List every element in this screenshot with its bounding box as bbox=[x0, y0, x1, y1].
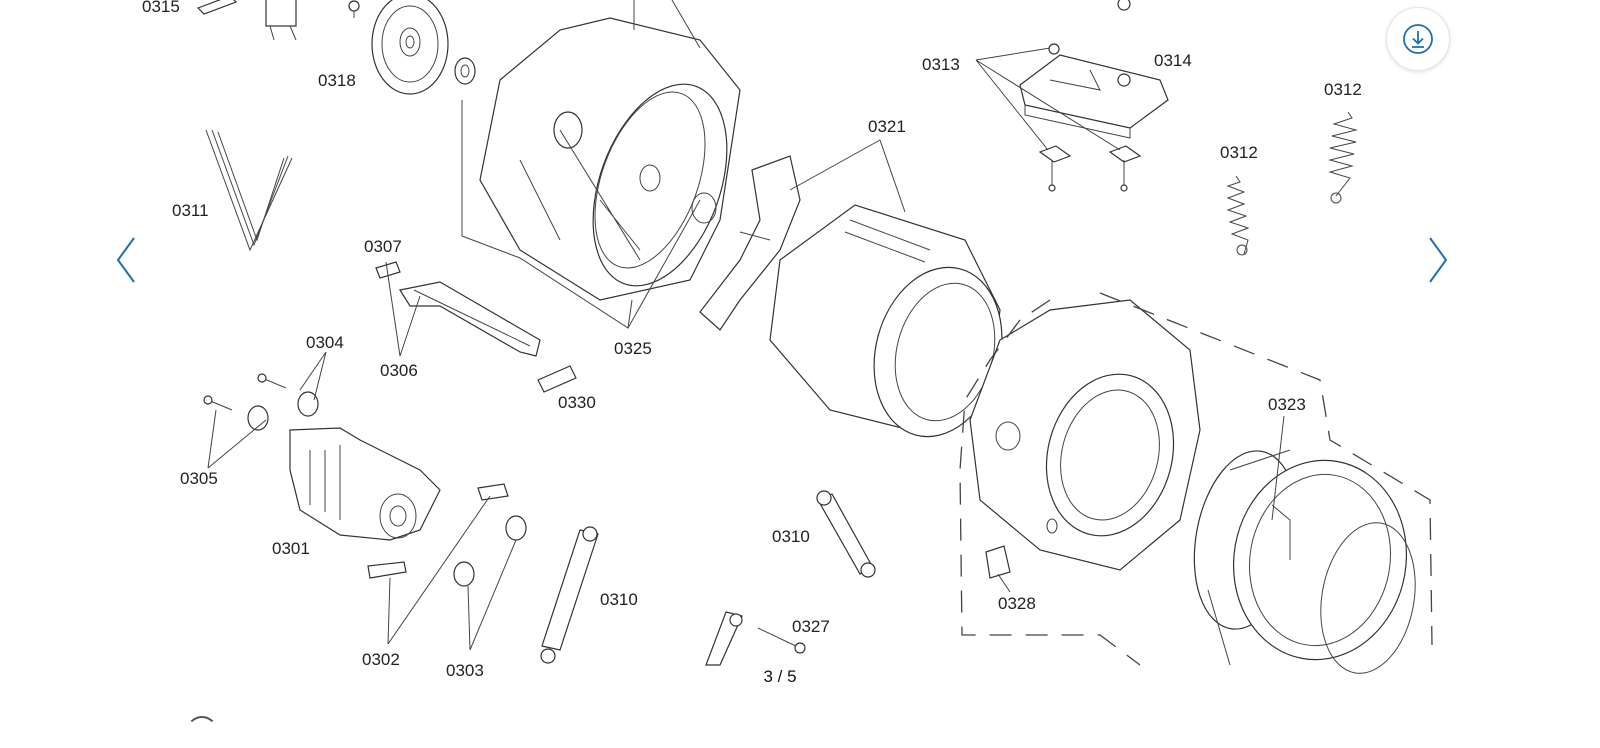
download-icon bbox=[1403, 24, 1433, 54]
part-0312-spring-left bbox=[1226, 175, 1250, 256]
label-0310-a: 0310 bbox=[600, 590, 638, 609]
chevron-left-icon bbox=[116, 237, 135, 283]
label-0305: 0305 bbox=[180, 469, 218, 488]
part-0330-drawing bbox=[537, 365, 577, 393]
part-0321-drawing bbox=[699, 155, 801, 331]
label-0315: 0315 bbox=[142, 0, 180, 16]
label-0327: 0327 bbox=[792, 617, 830, 636]
label-0325: 0325 bbox=[614, 339, 652, 358]
part-0314-drawing bbox=[1019, 0, 1169, 139]
label-0313: 0313 bbox=[922, 55, 960, 74]
leader-lines bbox=[207, 0, 1285, 666]
label-0314: 0314 bbox=[1154, 51, 1192, 70]
label-0312-left: 0312 bbox=[1220, 143, 1258, 162]
label-0328: 0328 bbox=[998, 594, 1036, 613]
part-front-tub-drawing bbox=[969, 299, 1201, 571]
image-counter: 3 / 5 bbox=[763, 667, 797, 686]
label-0304: 0304 bbox=[306, 333, 344, 352]
label-0321: 0321 bbox=[868, 117, 906, 136]
label-0301: 0301 bbox=[272, 539, 310, 558]
part-0328-drawing bbox=[985, 545, 1011, 579]
label-0311: 0311 bbox=[172, 201, 209, 220]
part-0302-0303-drawing bbox=[367, 483, 527, 587]
part-0306-drawing bbox=[375, 261, 541, 357]
label-0312-right: 0312 bbox=[1324, 80, 1362, 99]
label-0307: 0307 bbox=[364, 237, 402, 256]
part-0311-drawing bbox=[205, 129, 293, 252]
part-0312-spring-right bbox=[1328, 111, 1358, 204]
part-0323-drawing bbox=[1193, 449, 1416, 674]
download-button[interactable] bbox=[1386, 7, 1450, 71]
part-0310-damper-b bbox=[816, 490, 876, 578]
part-0310-damper-a bbox=[540, 526, 599, 664]
next-image-button[interactable] bbox=[1418, 230, 1458, 290]
previous-image-button[interactable] bbox=[108, 230, 148, 290]
label-0330: 0330 bbox=[558, 393, 596, 412]
label-0302: 0302 bbox=[362, 650, 400, 669]
partial-icon bbox=[186, 716, 218, 748]
part-0301-drawing bbox=[289, 427, 441, 541]
part-0304-0305-drawing bbox=[203, 373, 319, 431]
label-0323: 0323 bbox=[1268, 395, 1306, 414]
chevron-right-icon bbox=[1429, 237, 1448, 283]
diagram-drawing: 0315 0318 0311 0307 0306 0304 0305 0301 … bbox=[142, 0, 1433, 680]
part-0327-drawing bbox=[705, 611, 806, 666]
part-0315-drawing bbox=[196, 0, 360, 41]
label-0306: 0306 bbox=[380, 361, 418, 380]
label-0318: 0318 bbox=[318, 71, 356, 90]
part-drum-drawing bbox=[769, 204, 1003, 438]
label-0310-b: 0310 bbox=[772, 527, 810, 546]
part-0325-drawing bbox=[479, 17, 741, 301]
exploded-parts-diagram: 0315 0318 0311 0307 0306 0304 0305 0301 … bbox=[142, 0, 1433, 680]
part-0313-drawing bbox=[1038, 145, 1142, 192]
part-0318-drawing bbox=[371, 0, 476, 95]
label-0303: 0303 bbox=[446, 661, 484, 680]
